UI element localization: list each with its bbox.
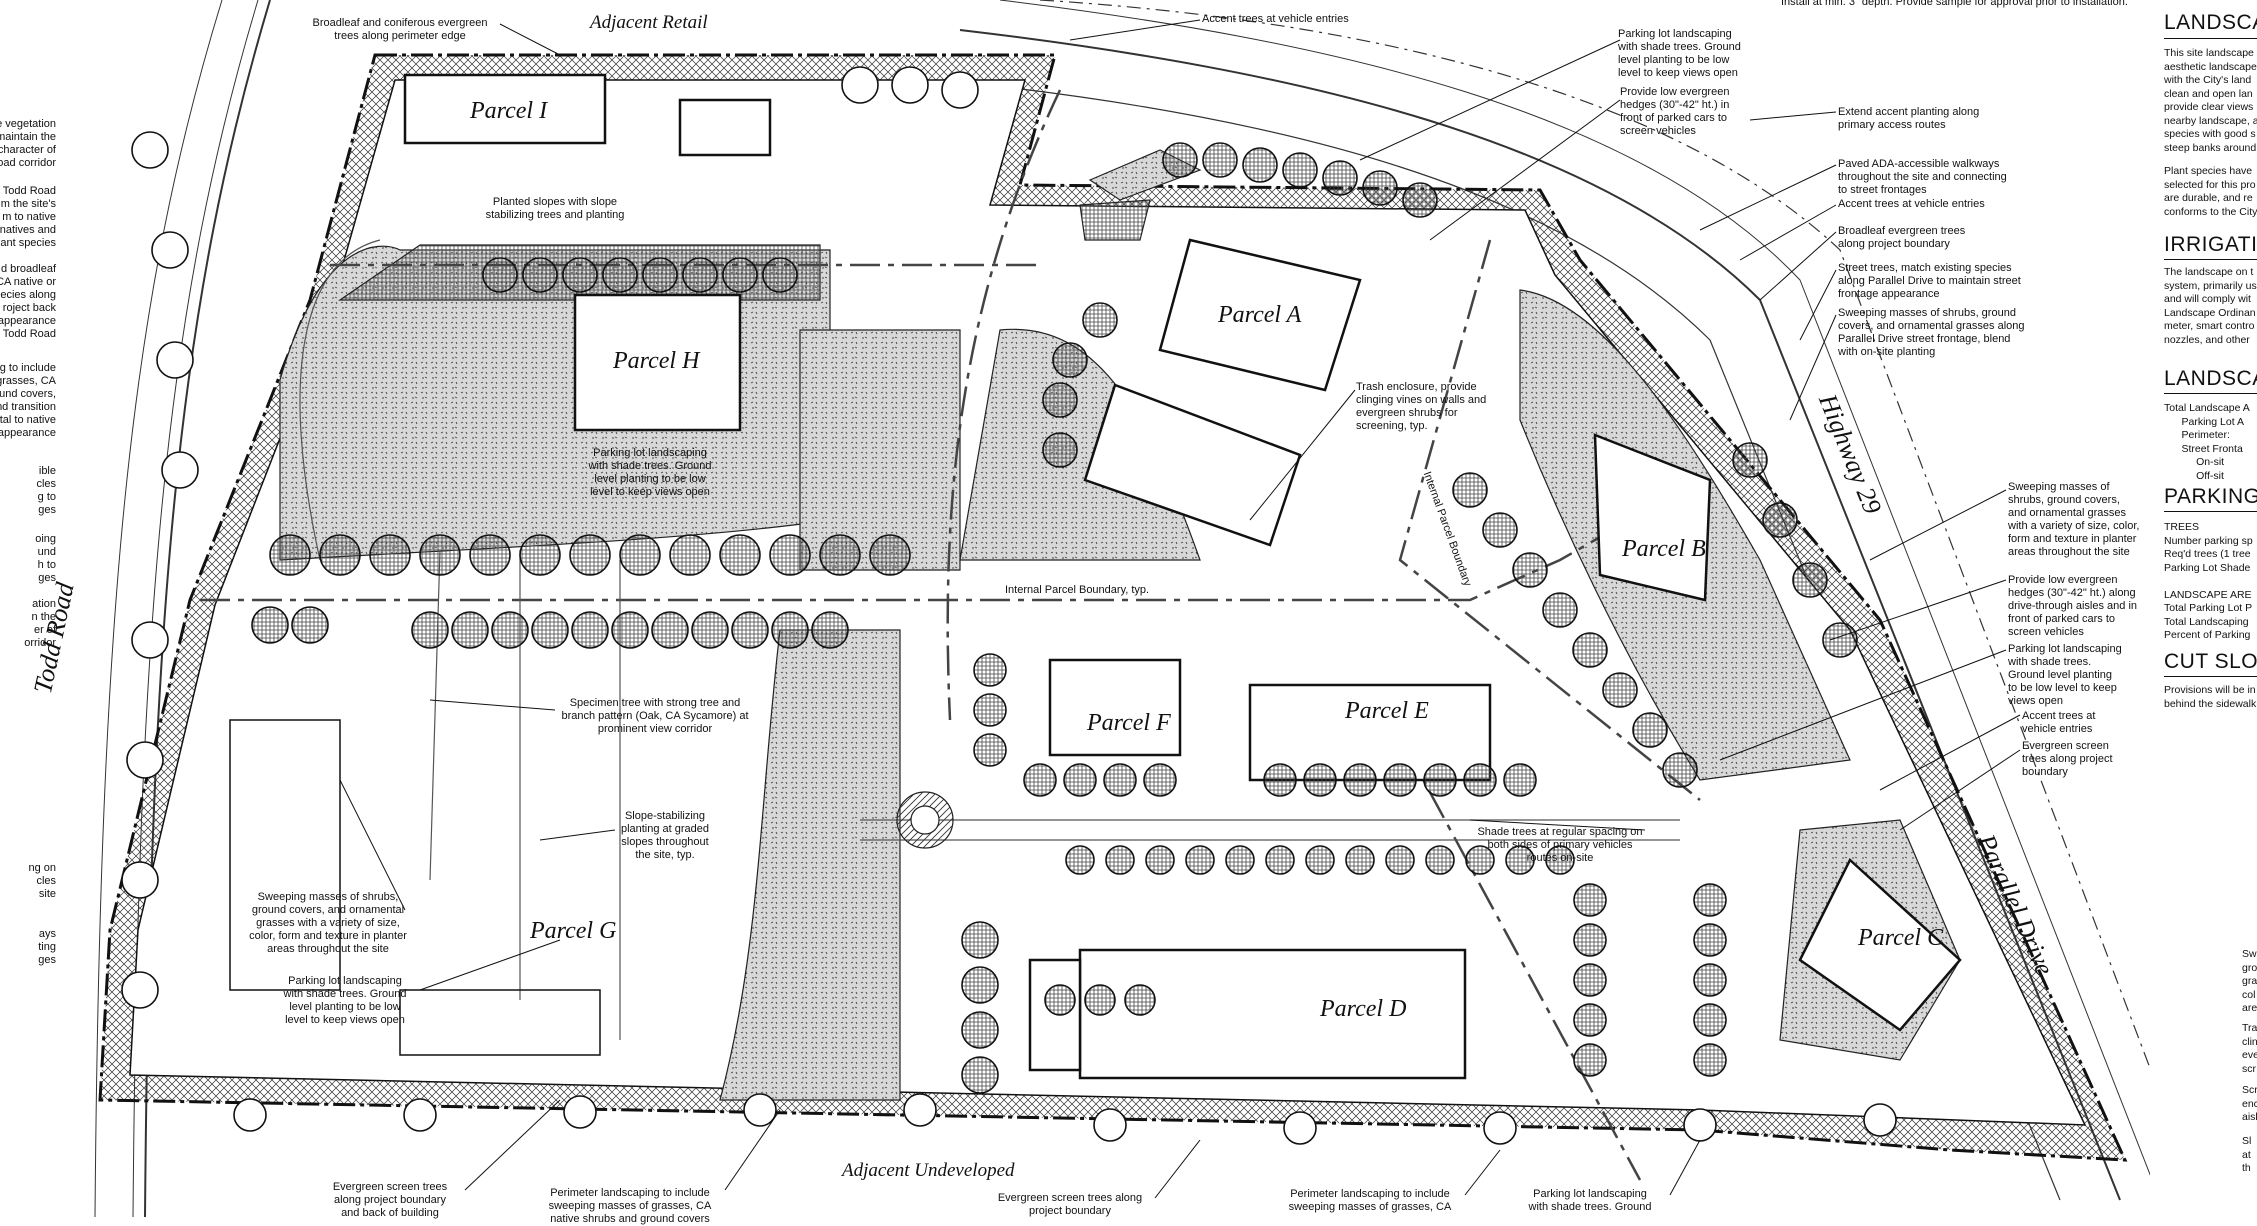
left-fragment: d broadleaf CA native or pecies along ro… xyxy=(0,263,56,340)
cut-slope-text: Provisions will be in behind the sidewal… xyxy=(2164,684,2257,710)
callout-broadleaf-perimeter: Broadleaf and coniferous evergreen trees… xyxy=(312,17,488,42)
callout-extend-accent: Extend accent planting along primary acc… xyxy=(1838,106,1980,131)
installation-note: Install at min. 3" depth. Provide sample… xyxy=(1781,0,2128,8)
callout-evergreen-bottom-mid: Evergreen screen trees along project bou… xyxy=(997,1192,1143,1217)
callout-parking-g: Parking lot landscaping with shade trees… xyxy=(283,975,407,1026)
callout-parking-b: Parking lot landscaping with shade trees… xyxy=(2008,643,2122,707)
notes-sidebar: LANDSCA This site landscape aesthetic la… xyxy=(2150,0,2257,1217)
callout-shade-trees-routes: Shade trees at regular spacing on both s… xyxy=(1477,826,1643,864)
parcel-f-label: Parcel F xyxy=(1087,710,1171,736)
parcel-h-label: Parcel H xyxy=(613,348,700,374)
parcel-a-label: Parcel A xyxy=(1218,302,1302,328)
adjacent-undeveloped-label: Adjacent Undeveloped xyxy=(842,1160,1015,1181)
left-fragment: e vegetation o maintain the character of… xyxy=(0,118,56,169)
tree-canopies xyxy=(121,66,1897,1145)
callout-evergreen-screen-b: Evergreen screen trees along project bou… xyxy=(2022,740,2113,778)
callout-parking-top-right: Parking lot landscaping with shade trees… xyxy=(1618,28,1741,79)
internal-boundary-label: Internal Parcel Boundary, typ. xyxy=(1005,584,1150,596)
parcel-b-label: Parcel B xyxy=(1622,536,1706,562)
parking-text: TREES Number parking sp Req'd trees (1 t… xyxy=(2164,521,2253,641)
callout-perimeter-bottom-2: Perimeter landscaping to include sweepin… xyxy=(1288,1188,1452,1213)
parcel-i-label: Parcel I xyxy=(470,98,548,124)
left-fragment: ng on cles site xyxy=(28,862,56,900)
parcel-d-label: Parcel D xyxy=(1320,996,1407,1022)
right-fragment: Tra clin eve scr xyxy=(2242,1022,2257,1075)
landscape-text: This site landscape aesthetic landscape … xyxy=(2164,47,2257,154)
parcel-c-label: Parcel C xyxy=(1858,925,1944,951)
right-fragment: Sl at th xyxy=(2242,1135,2252,1174)
left-fragment: ng to include grasses, CA ound covers, n… xyxy=(0,362,56,439)
irrigation-heading: IRRIGATIO xyxy=(2164,233,2257,256)
callout-parking-bottom: Parking lot landscaping with shade trees… xyxy=(1528,1188,1652,1213)
callout-accent-entries-right: Accent trees at vehicle entries xyxy=(1838,198,1985,210)
left-fragment: Todd Road m the site's m to native nativ… xyxy=(0,185,56,249)
callout-broadleaf-boundary: Broadleaf evergreen trees along project … xyxy=(1838,225,1966,250)
callout-sweeping-g: Sweeping masses of shrubs, ground covers… xyxy=(249,891,407,955)
callout-evergreen-bottom-left: Evergreen screen trees along project bou… xyxy=(332,1181,448,1219)
parcel-g-label: Parcel G xyxy=(530,918,617,944)
right-fragment: Sw gro gra col are xyxy=(2242,948,2257,1014)
left-edge-callouts: e vegetation o maintain the character of… xyxy=(0,0,60,1217)
callout-accent-entries-b: Accent trees at vehicle entries xyxy=(2022,710,2096,735)
left-fragment: ible cles g to ges xyxy=(36,465,56,516)
callout-trash-enclosure: Trash enclosure, provide clinging vines … xyxy=(1356,381,1487,432)
callout-street-trees: Street trees, match existing species alo… xyxy=(1838,262,2021,300)
callout-slope-stabilizing: Slope-stabilizing planting at graded slo… xyxy=(620,810,710,861)
irrigation-text: The landscape on t system, primarily us … xyxy=(2164,266,2257,346)
internal-boundaries xyxy=(200,89,1701,1181)
callout-sweeping-b: Sweeping masses of shrubs, ground covers… xyxy=(2008,481,2140,558)
right-fragment: Scr enc aisl xyxy=(2242,1084,2257,1123)
parcel-e-label: Parcel E xyxy=(1345,698,1429,724)
callout-parking-h: Parking lot landscaping with shade trees… xyxy=(588,447,712,498)
callout-accent-entries: Accent trees at vehicle entries xyxy=(1202,13,1349,25)
landscape-area-text: Total Landscape A Parking Lot A Perimete… xyxy=(2164,402,2250,482)
callout-paved-ada: Paved ADA-accessible walkways throughout… xyxy=(1838,158,2007,196)
adjacent-retail-label: Adjacent Retail xyxy=(590,12,708,33)
left-fragment: ays ting ges xyxy=(38,928,56,966)
callout-planted-slopes: Planted slopes with slope stabilizing tr… xyxy=(485,196,625,221)
parking-heading: PARKING xyxy=(2164,485,2257,508)
callout-hedges-top: Provide low evergreen hedges (30"-42" ht… xyxy=(1620,86,1730,137)
cut-slope-heading: CUT SLO xyxy=(2164,650,2257,673)
landscape-area-heading: LANDSCA xyxy=(2164,367,2257,390)
callout-sweeping-parallel: Sweeping masses of shrubs, ground covers… xyxy=(1838,307,2025,358)
landscape-heading: LANDSCA xyxy=(2164,11,2257,34)
callout-specimen-tree: Specimen tree with strong tree and branc… xyxy=(561,697,749,735)
plant-text: Plant species have selected for this pro… xyxy=(2164,165,2257,218)
callout-perimeter-bottom-1: Perimeter landscaping to include sweepin… xyxy=(548,1187,712,1225)
left-fragment: ation n the er of orridor xyxy=(24,598,56,649)
buildings xyxy=(229,73,1962,1080)
callout-hedges-b: Provide low evergreen hedges (30"-42" ht… xyxy=(2008,574,2138,638)
left-fragment: oing und h to ges xyxy=(35,533,56,584)
